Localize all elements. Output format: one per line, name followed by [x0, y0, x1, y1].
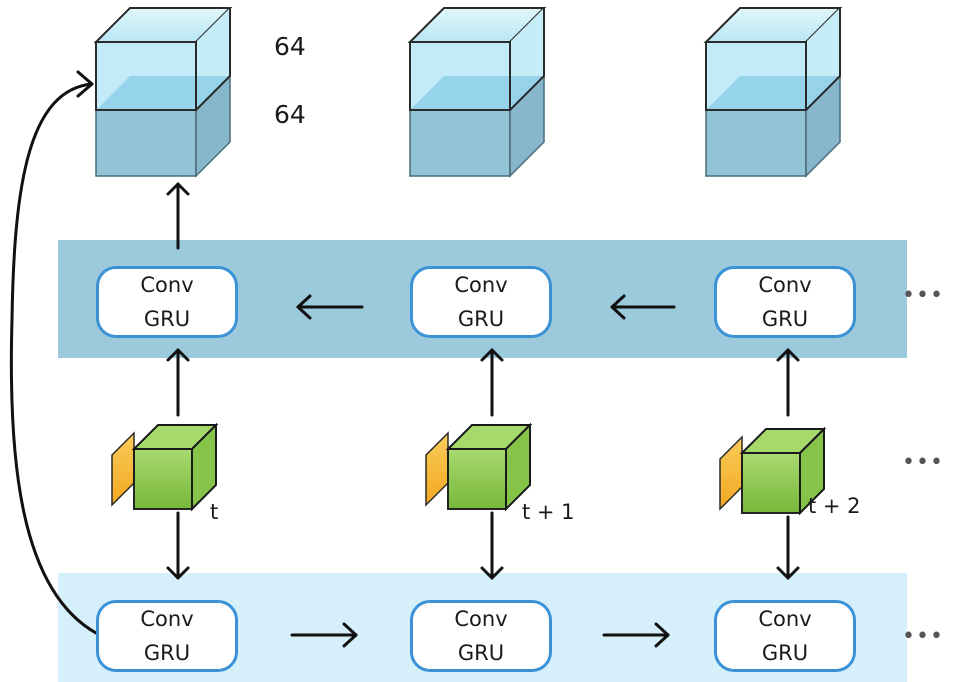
encoder-convgru-cell: Conv GRU: [714, 600, 856, 672]
encoder-convgru-cell: Conv GRU: [96, 600, 238, 672]
arrow-right: [290, 622, 358, 648]
time-label: t + 2: [808, 494, 861, 518]
cell-label-line1: Conv: [758, 273, 812, 297]
cell-label-line2: GRU: [761, 641, 809, 665]
cell-label-line1: Conv: [140, 273, 194, 297]
decoder-continuation-dots: •••: [902, 283, 944, 308]
input-plane: [111, 431, 135, 507]
decoder-convgru-cell: Conv GRU: [410, 266, 552, 338]
cell-label-line2: GRU: [457, 307, 505, 331]
cell-label-line1: Conv: [758, 607, 812, 631]
arrow-left: [610, 294, 676, 320]
encoder-convgru-cell: Conv GRU: [410, 600, 552, 672]
arrow-left: [296, 294, 364, 320]
arrow-down: [480, 511, 504, 580]
arrow-up: [166, 182, 190, 250]
arrow-up: [480, 348, 504, 417]
cell-label-line1: Conv: [140, 607, 194, 631]
arrow-up: [776, 348, 800, 417]
cell-label-line1: Conv: [454, 273, 508, 297]
arrow-up: [166, 348, 190, 417]
cell-label-line2: GRU: [143, 307, 191, 331]
time-label: t: [210, 500, 219, 524]
cell-label-line2: GRU: [761, 307, 809, 331]
arrow-down: [776, 515, 800, 580]
cell-label-line1: Conv: [454, 607, 508, 631]
cell-label-line2: GRU: [143, 641, 191, 665]
feedback-arrow: [9, 70, 98, 635]
time-label: t + 1: [522, 500, 575, 524]
input-cube-front: [133, 448, 193, 510]
inputs-continuation-dots: •••: [902, 450, 944, 475]
output-volume: [703, 7, 843, 178]
volume-bottom-dim-label: 64: [274, 100, 306, 129]
cell-label-line2: GRU: [457, 641, 505, 665]
output-volume: [93, 7, 233, 178]
input-tensor: [425, 422, 533, 512]
encoder-continuation-dots: •••: [902, 624, 944, 649]
arrow-right: [602, 622, 670, 648]
volume-top-dim-label: 64: [274, 32, 306, 61]
decoder-convgru-cell: Conv GRU: [96, 266, 238, 338]
arrow-down: [166, 511, 190, 580]
decoder-convgru-cell: Conv GRU: [714, 266, 856, 338]
input-tensor: [111, 422, 219, 512]
output-volume: [407, 7, 547, 178]
input-tensor: [719, 426, 827, 516]
